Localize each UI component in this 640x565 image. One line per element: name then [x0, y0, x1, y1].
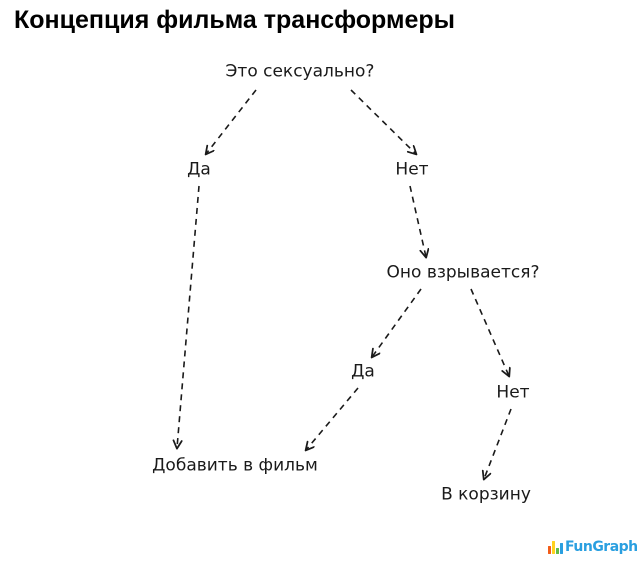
no2-to-trash: [484, 408, 512, 479]
node-trash-text: В корзину: [441, 484, 531, 505]
edge-label-yes-2: Да: [351, 361, 375, 382]
node-add-to-movie-text: Добавить в фильм: [152, 455, 318, 476]
edge-label-no-1-text: Нет: [395, 159, 429, 180]
edge-label-no-2-text: Нет: [496, 382, 530, 403]
edge-label-yes-2-text: Да: [351, 361, 375, 382]
node-explode: Оно взрывается?: [386, 262, 540, 283]
page-title: Концепция фильма трансформеры: [14, 6, 455, 34]
fungraph-logo: FunGraph: [548, 536, 638, 554]
no1-to-explode: [409, 185, 426, 257]
logo-text-fun: Fun: [565, 539, 593, 555]
edge-label-yes-1-text: Да: [187, 159, 211, 180]
edge-label-no-1: Нет: [395, 159, 429, 180]
node-add-to-movie: Добавить в фильм: [152, 455, 318, 476]
root-to-yes1: [206, 89, 257, 154]
node-root-text: Это сексуально?: [225, 61, 375, 82]
explode-to-yes2: [372, 288, 422, 357]
edge-label-yes-1: Да: [187, 159, 211, 180]
yes2-to-add: [306, 387, 359, 450]
node-trash: В корзину: [441, 484, 531, 505]
bar-chart-icon: [548, 540, 563, 554]
root-to-no1: [350, 89, 416, 154]
yes1-to-add: [177, 185, 200, 448]
node-explode-text: Оно взрывается?: [386, 262, 540, 283]
node-root: Это сексуально?: [225, 61, 375, 82]
logo-text-graph: Graph: [592, 539, 638, 555]
explode-to-no2: [470, 288, 509, 376]
edge-label-no-2: Нет: [496, 382, 530, 403]
